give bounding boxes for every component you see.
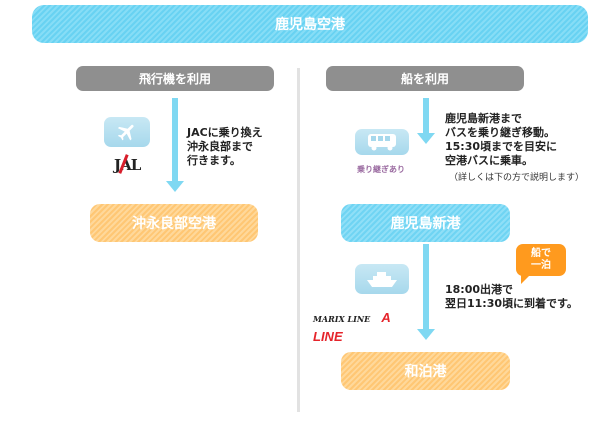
flight-description: JACに乗り換え 沖永良部まで 行きます。 [187, 126, 263, 167]
okinoerabu-airport-box: 沖永良部空港 [90, 204, 258, 242]
flight-arrow-head [166, 181, 184, 192]
bus-description: 鹿児島新港まで バスを乗り継ぎ移動。 15:30頃までを目安に 空港バスに乗車。 [445, 112, 558, 167]
ship-arrow-head [417, 329, 435, 340]
jal-logo: JAL [114, 154, 141, 174]
bus-arrow-head [417, 133, 435, 144]
ferry-logos: MARIX LINE A LINE [313, 307, 423, 345]
kagoshima-port-box: 鹿児島新港 [341, 204, 510, 242]
ship-route-header: 船を利用 [326, 66, 524, 91]
ship-description: 18:00出港で 翌日11:30頃に到着です。 [445, 283, 578, 310]
airplane-route-header: 飛行機を利用 [76, 66, 274, 91]
ship-arrow [423, 244, 429, 330]
departure-banner: 鹿児島空港 [32, 5, 588, 43]
marix-line-logo: MARIX LINE [313, 314, 371, 324]
bus-description-note: （詳しくは下の方で説明します） [449, 173, 585, 183]
a-line-logo: A LINE [313, 310, 391, 344]
overnight-badge: 船で 一泊 [516, 244, 566, 276]
overnight-badge-tail [521, 274, 531, 284]
column-divider [297, 68, 300, 412]
bus-arrow [423, 98, 429, 134]
airplane-icon [104, 117, 150, 147]
flight-arrow [172, 98, 178, 182]
transfer-label: 乗り継ぎあり [357, 165, 405, 174]
wadomari-port-box: 和泊港 [341, 352, 510, 390]
ship-icon [355, 264, 409, 294]
bus-icon [355, 129, 409, 155]
